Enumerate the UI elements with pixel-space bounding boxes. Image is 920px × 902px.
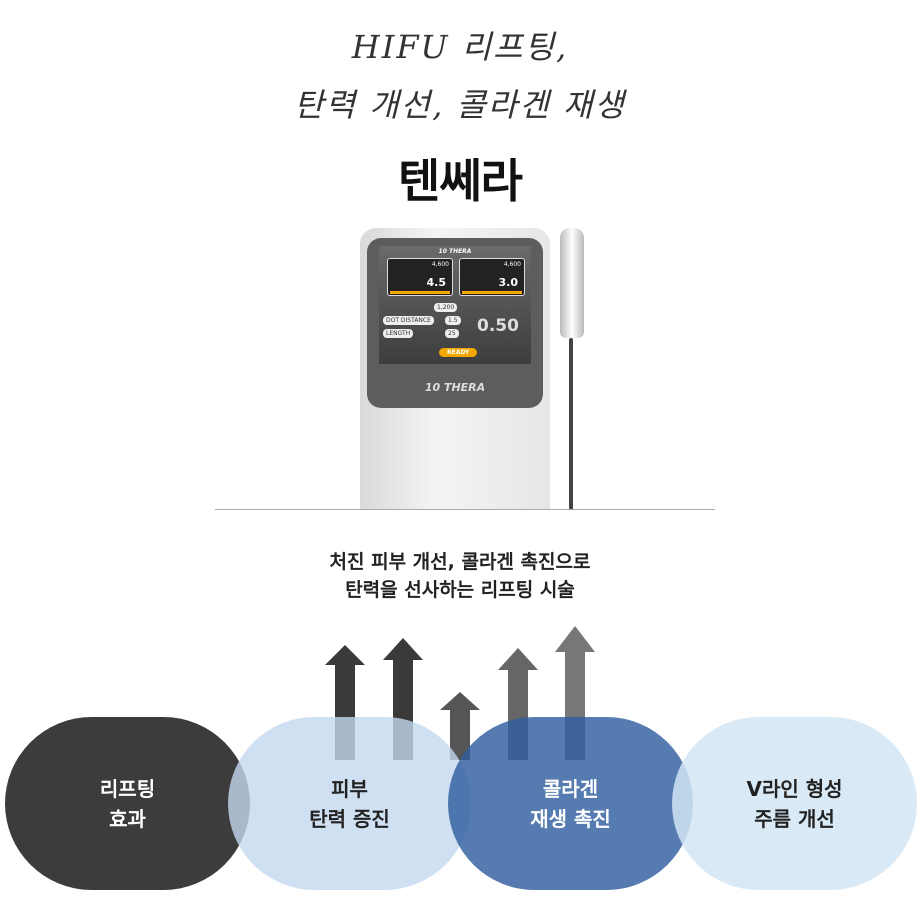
- description: 처진 피부 개선, 콜라겐 촉진으로 탄력을 선사하는 리프팅 시술: [0, 548, 920, 604]
- up-arrow-icon: [440, 692, 480, 760]
- device-screen: 10 THERA 4,600 4.5 4,600 3.0 1,200 DOT DIS…: [379, 246, 531, 364]
- brand-title: 텐쎄라: [398, 154, 523, 208]
- effect-line2: 탄력 증진: [309, 806, 390, 831]
- depth-label: DOT DISTANCE: [383, 316, 434, 325]
- card-value: 4.5: [426, 276, 447, 289]
- cable: [569, 338, 573, 510]
- effect-line1: 콜라겐: [542, 776, 599, 801]
- screen-logo: 10 THERA: [438, 248, 472, 255]
- description-line1: 처진 피부 개선, 콜라겐 촉진으로: [329, 551, 591, 573]
- effect-line2: 주름 개선: [754, 806, 835, 831]
- effect-line2: 효과: [109, 806, 146, 831]
- divider: [215, 509, 715, 510]
- description-line2: 탄력을 선사하는 리프팅 시술: [345, 579, 575, 601]
- handpiece: [560, 228, 584, 338]
- length-label: LENGTH: [383, 329, 414, 338]
- shots: 4,600: [431, 261, 449, 268]
- transducer-card-1: 4,600 4.5: [387, 258, 453, 296]
- device-image: 10 THERA 4,600 4.5 4,600 3.0 1,200 DOT DIS…: [360, 228, 550, 510]
- shots: 4,600: [503, 261, 521, 268]
- energy-value: 0.50: [477, 316, 519, 336]
- effect-line1: 피부: [331, 776, 368, 801]
- total-shots: 1,200: [434, 303, 458, 312]
- headline-line2: 탄력 개선, 콜라겐 재생: [294, 86, 626, 124]
- device-bezel: 10 THERA 4,600 4.5 4,600 3.0 1,200 DOT DIS…: [367, 238, 543, 408]
- effect-line1: 리프팅: [99, 776, 156, 801]
- length-value[interactable]: 25: [445, 329, 459, 338]
- ready-button[interactable]: READY: [439, 348, 478, 357]
- depth-value[interactable]: 1.5: [445, 316, 461, 325]
- card-value: 3.0: [498, 276, 519, 289]
- device-front-logo: 10 THERA: [424, 381, 486, 394]
- effect-line2: 재생 촉진: [530, 806, 611, 831]
- effect-line1: V라인 형성: [746, 776, 843, 801]
- transducer-card-2: 4,600 3.0: [459, 258, 525, 296]
- headline-line1: HIFU 리프팅,: [351, 28, 569, 66]
